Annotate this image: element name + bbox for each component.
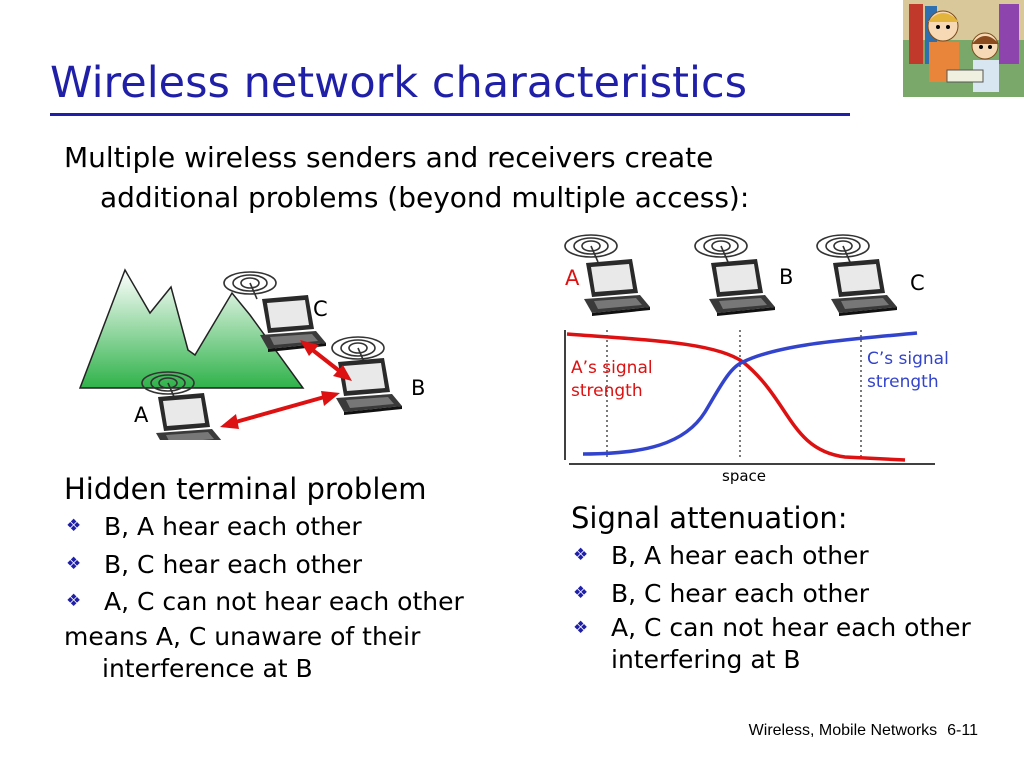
diamond-bullet-icon: ❖ [66, 516, 82, 536]
intro-line-2: additional problems (beyond multiple acc… [100, 181, 750, 214]
hidden-terminal-conclusion: means A, C unaware of their interference… [64, 621, 464, 685]
signal-attenuation-section: Signal attenuation: ❖ B, A hear each othe… [571, 501, 971, 676]
signal-attenuation-bullets: ❖ B, A hear each other ❖ B, C hear each ot… [571, 537, 971, 676]
list-item: ❖ B, C hear each other [64, 546, 464, 584]
hidden-terminal-bullets: ❖ B, A hear each other ❖ B, C hear each ot… [64, 508, 464, 621]
bullet-text: B, A hear each other [104, 512, 362, 541]
arrow-a-b [220, 391, 340, 429]
label-a-right: A [565, 266, 580, 290]
signal-strength-chart [564, 234, 935, 465]
slide-footer: Wireless, Mobile Networks 6-11 [749, 722, 978, 740]
diamond-bullet-icon: ❖ [573, 545, 589, 565]
bullet-text: A, C can not hear each other [611, 613, 971, 642]
list-item: ❖ B, A hear each other [64, 508, 464, 546]
title-underline [50, 113, 850, 116]
list-item: ❖ A, C can not hear each other interfering… [571, 612, 971, 676]
label-c-right: C [910, 271, 925, 295]
diamond-bullet-icon: ❖ [66, 591, 82, 611]
a-signal-label-line-2: strength [571, 381, 643, 401]
label-c-left: C [313, 297, 328, 321]
hidden-terminal-graphic [78, 268, 402, 450]
a-signal-label-line-1: A’s signal [571, 358, 653, 378]
list-item: ❖ A, C can not hear each other [64, 583, 464, 621]
c-signal-curve [582, 331, 918, 456]
diamond-bullet-icon: ❖ [573, 582, 589, 603]
bullet-text-continued: interfering at B [611, 645, 801, 674]
slide-title: Wireless network characteristics [50, 58, 747, 108]
hidden-terminal-heading: Hidden terminal problem [64, 472, 427, 506]
corner-illustration [903, 0, 1024, 97]
label-b-left: B [411, 376, 426, 400]
arrow-c-b [300, 340, 352, 381]
list-item: ❖ B, A hear each other [571, 537, 971, 575]
intro-text: Multiple wireless senders and receivers … [64, 138, 749, 218]
conclusion-line-2: interference at B [102, 653, 313, 683]
list-item: ❖ B, C hear each other [571, 575, 971, 613]
intro-line-1: Multiple wireless senders and receivers … [64, 141, 714, 174]
laptop-c-right-icon [816, 234, 897, 316]
footer-course: Wireless, Mobile Networks [748, 722, 938, 739]
label-b-right: B [779, 265, 794, 289]
signal-attenuation-heading: Signal attenuation: [571, 501, 848, 535]
signal-attenuation-diagram [555, 232, 955, 497]
label-a-left: A [134, 403, 149, 427]
bullet-text: B, C hear each other [104, 549, 363, 579]
conclusion-line-1: means A, C unaware of their [64, 621, 421, 651]
bullet-text: B, A hear each other [611, 541, 869, 570]
bullet-text: A, C can not hear each other [104, 587, 464, 616]
slide-number: 6-11 [947, 722, 978, 739]
hidden-terminal-section: Hidden terminal problem ❖ B, A hear each … [64, 472, 464, 685]
x-axis-label: space [722, 467, 767, 485]
mountain-icon [78, 268, 305, 389]
c-signal-label-line-1: C’s signal [867, 349, 949, 369]
a-signal-label: A’s signal strength [571, 357, 653, 403]
diamond-bullet-icon: ❖ [66, 553, 82, 574]
bullet-text: B, C hear each other [611, 578, 870, 608]
c-signal-label: C’s signal strength [867, 348, 949, 394]
diamond-bullet-icon: ❖ [573, 618, 589, 638]
c-signal-label-line-2: strength [867, 372, 939, 392]
hidden-terminal-diagram [70, 255, 470, 450]
laptop-b-right-icon [694, 234, 775, 316]
